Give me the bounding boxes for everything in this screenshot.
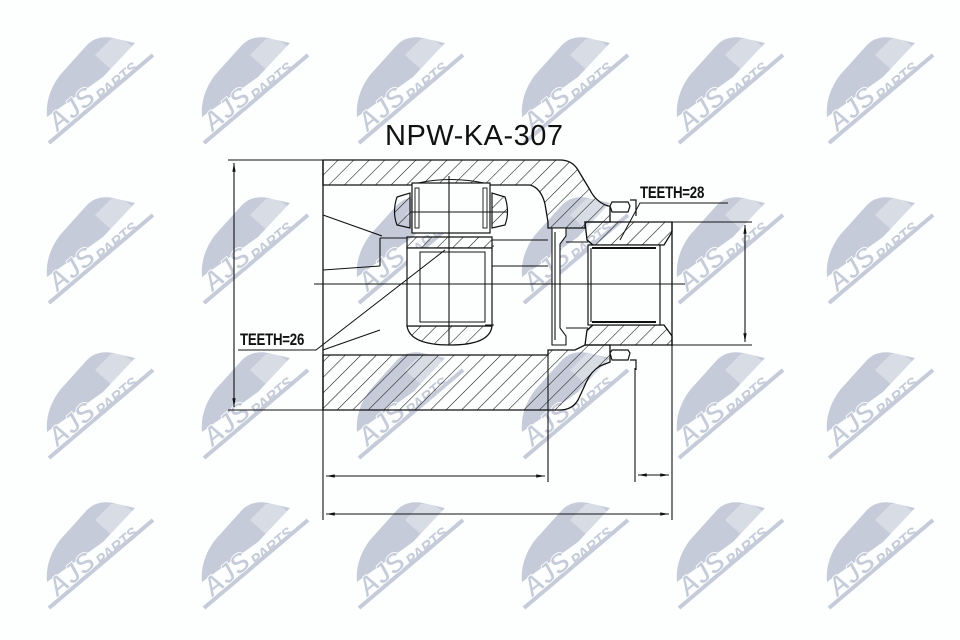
leader-lines (238, 202, 728, 351)
inner-teeth-label: TEETH=26 (240, 330, 305, 349)
cavity-lines (322, 214, 383, 351)
part-number-title: NPW-KA-307 (385, 120, 564, 152)
dimension-lines (228, 159, 752, 520)
seal-rings (609, 199, 637, 370)
stub-spline (566, 241, 661, 329)
circlip (551, 227, 567, 346)
spider-hub (379, 236, 548, 346)
housing-section (322, 159, 673, 411)
outer-teeth-label: TEETH=28 (640, 183, 705, 202)
centerlines (314, 176, 685, 345)
tripod-roller (393, 178, 509, 234)
